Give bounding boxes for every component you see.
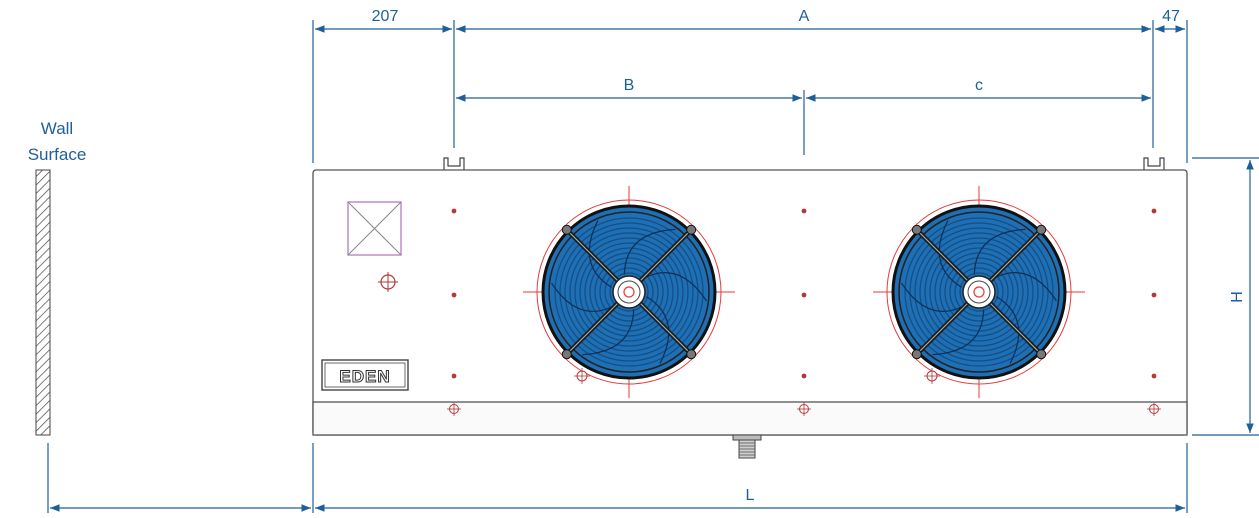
fixing-points — [447, 208, 1161, 416]
dim-label-h: H — [1229, 291, 1246, 303]
fan-strut-mount — [1036, 224, 1047, 235]
drain-threads — [739, 442, 755, 456]
fan-blade — [582, 309, 635, 356]
fixing-dot — [451, 292, 457, 298]
fixing-dot — [801, 292, 807, 298]
fan-blade — [932, 309, 985, 356]
drip-tray — [312, 401, 1188, 436]
fan-guard-ring — [548, 211, 710, 373]
fan-hub-center — [973, 286, 985, 298]
bracket-right — [1143, 157, 1165, 170]
fan — [873, 186, 1085, 398]
fan-blade — [588, 220, 612, 288]
inspection-box — [347, 201, 402, 256]
drain-flange — [732, 434, 762, 441]
fan-mount-circle — [536, 199, 722, 385]
fan-guard-wire — [929, 242, 1029, 342]
dim-label-b: B — [624, 77, 635, 94]
fixing-dot — [451, 373, 457, 379]
logo-frame — [321, 359, 409, 391]
fixing-dot — [801, 208, 807, 214]
fan-guard-ring — [898, 211, 1060, 373]
fans — [523, 186, 1085, 398]
extension-lines — [312, 20, 1259, 513]
fan-blade — [551, 282, 617, 312]
fan-guard-wire — [574, 237, 684, 347]
fixing-dot — [1151, 292, 1157, 298]
fixing-dot — [801, 373, 807, 379]
fan-guard-wire — [904, 217, 1054, 367]
fan-guard-wire — [914, 227, 1044, 357]
fan-strut-mount — [561, 349, 572, 360]
eden-logo: EDEN — [321, 359, 409, 391]
fan-guard-wire — [554, 217, 704, 367]
dim-label-l: L — [746, 487, 755, 504]
wall-hatch — [35, 169, 51, 436]
fan-strut-mount — [686, 349, 697, 360]
fan-guard-wire — [599, 262, 659, 322]
fan-guard-wire — [564, 227, 694, 357]
fan-hub-ring — [617, 280, 641, 304]
fan-guard-wire — [919, 232, 1039, 352]
fan-guard-wire — [909, 222, 1049, 362]
fan-guard-wire — [959, 272, 999, 312]
fan-strut-mount — [911, 224, 922, 235]
fixing-dot — [1151, 208, 1157, 214]
logo-text: EDEN — [339, 367, 390, 386]
dim-label-207: 207 — [372, 8, 399, 25]
fan-hub-center — [623, 286, 635, 298]
fixing-dot — [451, 208, 457, 214]
fan-guard-wire — [609, 272, 649, 312]
hanging-brackets — [443, 157, 1165, 170]
fan-blade — [996, 296, 1020, 364]
fan-strut-mount — [561, 224, 572, 235]
fan-guard-wire — [944, 257, 1014, 327]
dimension-labels: 207 A 47 B c H L — [372, 8, 1246, 504]
fixing-dot — [1151, 373, 1157, 379]
inspection-box-cross-2 — [347, 201, 402, 256]
fan-blade — [973, 228, 1026, 275]
dim-label-c: c — [975, 77, 983, 94]
logo-inner-frame — [324, 362, 406, 388]
fan-blade — [623, 228, 676, 275]
connection-port — [378, 272, 398, 292]
inspection-box-frame — [347, 201, 402, 256]
fan-strut-mount — [1036, 349, 1047, 360]
fan-guard-wire — [579, 242, 679, 342]
bracket-left — [443, 157, 465, 170]
fan-blade — [646, 296, 670, 364]
wall: Wall Surface — [28, 119, 87, 513]
dim-label-47: 47 — [1162, 8, 1180, 25]
fan-guard-wire — [604, 267, 654, 317]
fan-guard-wire — [594, 257, 664, 327]
fan-blade — [991, 272, 1057, 302]
fan-guard-wire — [584, 247, 674, 337]
fan-strut-mount — [911, 349, 922, 360]
dimension-lines — [50, 25, 1254, 512]
fan-guard-wire — [949, 262, 1009, 322]
fan-mount-circle — [886, 199, 1072, 385]
fan-blade — [901, 282, 967, 312]
fan-strut-mount — [686, 224, 697, 235]
fan-blade — [938, 220, 962, 288]
fan-guard-wire — [569, 232, 689, 352]
dim-label-a: A — [799, 8, 810, 25]
fan-guard-wire — [934, 247, 1024, 337]
wall-label-line1: Wall — [41, 119, 73, 138]
fan-guard-wire — [924, 237, 1034, 347]
fan-guard-wire — [559, 222, 699, 362]
fan-blade — [641, 272, 707, 302]
fan — [523, 186, 735, 398]
fan-guard-wire — [954, 267, 1004, 317]
drain-connection — [732, 434, 762, 459]
wall-label-line2: Surface — [28, 145, 87, 164]
fan-hub-ring — [967, 280, 991, 304]
